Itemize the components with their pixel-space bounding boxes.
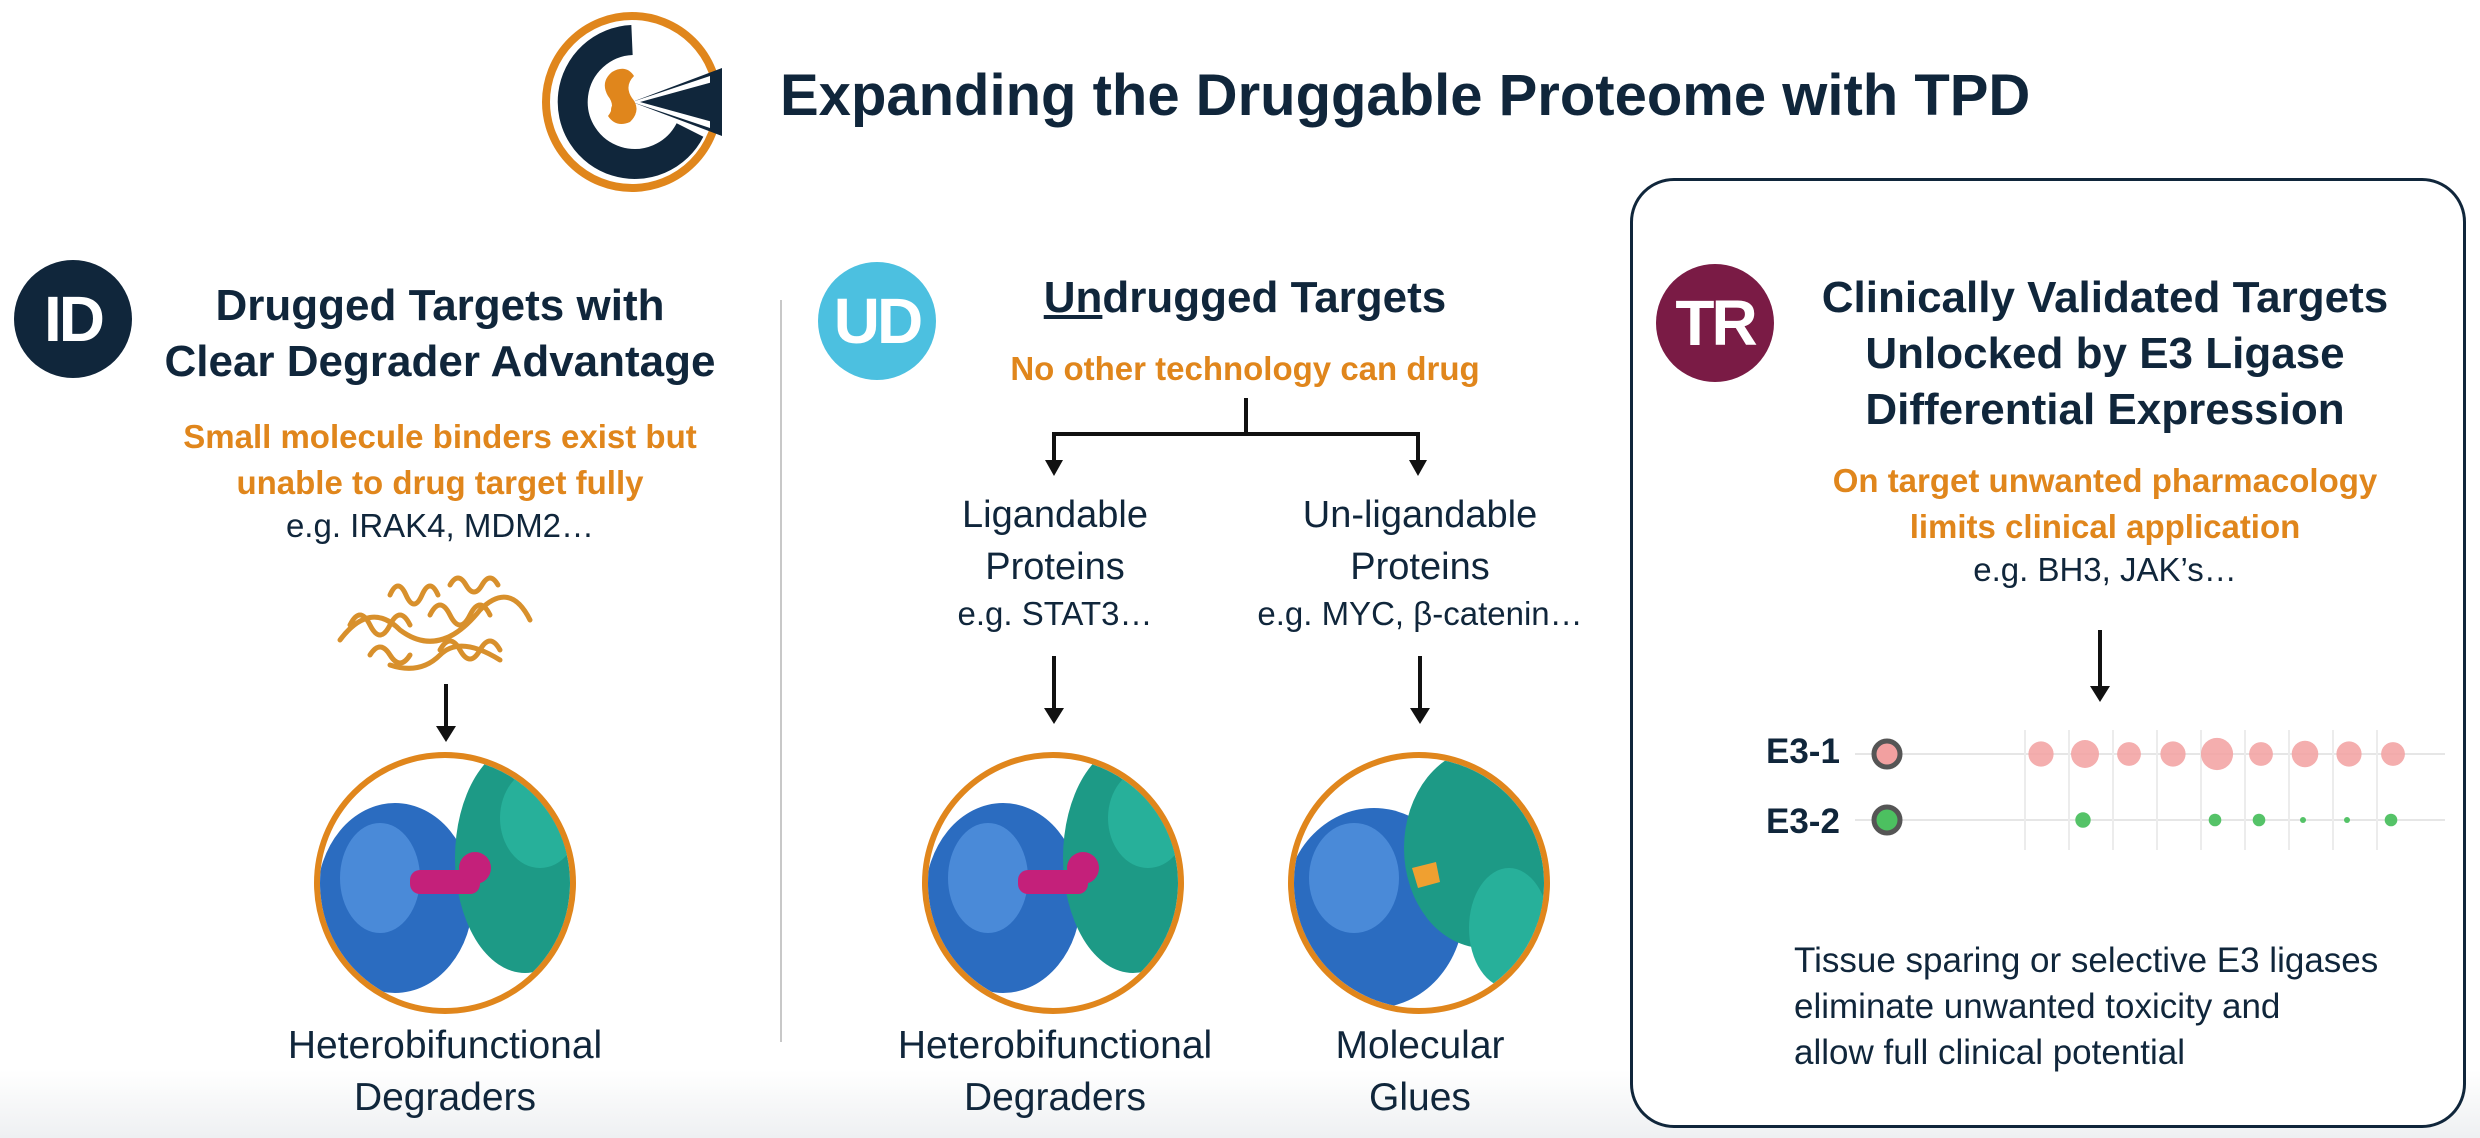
unligandable-example: e.g. MYC, β-catenin… [1257,595,1583,632]
arrow-down-icon [1408,656,1432,726]
undrugged-heading: Undrugged Targets [940,270,1550,326]
drugged-note: Small molecule binders exist but unable … [140,414,740,506]
e3-expression-dot [2291,740,2319,768]
ligandable-result-line2: Degraders [963,1076,1147,1119]
e3-row-label: E3-2 [1766,802,1840,841]
unligandable-result: Molecular Glues [1260,1020,1580,1124]
tissue-summary-line3: allow full clinical potential [1794,1033,2186,1072]
drugged-note-line2: unable to drug target fully [236,464,644,501]
e3-expression-dot [2117,742,2141,766]
badge-id: ID [14,260,132,378]
unligandable-block: Un-ligandable Proteins [1220,489,1620,593]
degrader-image-2 [922,752,1184,1014]
undrugged-heading-prefix: Un [1043,273,1103,322]
drugged-heading-line2: Clear Degrader Advantage [164,337,716,386]
e3-expression-dot [2249,742,2273,766]
e3-expression-dot [2071,740,2099,768]
protein-structure-icon [330,565,540,680]
e3-expression-dot [2384,813,2398,827]
unligandable-line2: Proteins [1350,546,1490,588]
e3-row-label: E3-1 [1766,732,1840,771]
ligandable-block: Ligandable Proteins [860,489,1250,593]
e3-expression-dot [2028,741,2054,767]
tpd-logo-icon [540,10,725,195]
e3-expression-dot [2336,741,2362,767]
e3-expression-dot [2252,813,2266,827]
undrugged-note: No other technology can drug [1010,350,1480,387]
page-title: Expanding the Druggable Proteome with TP… [780,63,2031,128]
e3-expression-dot [2300,817,2306,823]
tissue-heading: Clinically Validated Targets Unlocked by… [1780,270,2430,438]
drugged-result: Heterobifunctional Degraders [200,1020,690,1124]
e3-marker-dot [1871,738,1903,770]
arrow-down-icon [2088,630,2112,704]
tissue-summary-line2: eliminate unwanted toxicity and [1794,987,2281,1026]
e3-expression-dot [2075,812,2091,828]
drugged-example: e.g. IRAK4, MDM2… [285,507,595,544]
ligandable-line1: Ligandable [962,494,1148,536]
drugged-result-line1: Heterobifunctional [287,1024,603,1067]
tissue-note-line1: On target unwanted pharmacology [1832,462,2378,499]
tissue-summary-line1: Tissue sparing or selective E3 ligases [1794,941,2379,980]
molecular-glue-image [1288,752,1550,1014]
undrugged-heading-rest: drugged Targets [1102,273,1447,322]
tissue-note: On target unwanted pharmacology limits c… [1780,458,2430,550]
e3-expression-dot [2160,741,2186,767]
drugged-heading: Drugged Targets with Clear Degrader Adva… [140,278,740,390]
ligandable-example: e.g. STAT3… [957,595,1153,632]
drugged-note-line1: Small molecule binders exist but [183,418,697,455]
e3-marker-dot [1871,804,1903,836]
badge-ud: UD [818,262,936,380]
tissue-heading-line1: Clinically Validated Targets [1821,273,2389,322]
unligandable-result-line1: Molecular [1335,1024,1505,1067]
unligandable-line1: Un-ligandable [1302,494,1538,536]
drugged-result-line2: Degraders [353,1076,537,1119]
drugged-heading-line1: Drugged Targets with [215,281,665,330]
e3-expression-dot [2344,817,2350,823]
arrow-down-icon [1042,656,1066,726]
arrow-down-icon [434,684,458,744]
e3-expression-dot [2381,742,2405,766]
e3-expression-dotplot [1855,730,2445,850]
ligandable-result: Heterobifunctional Degraders [820,1020,1290,1124]
tissue-note-line2: limits clinical application [1909,508,2301,545]
e3-expression-dot [2208,813,2222,827]
tissue-heading-line2: Unlocked by E3 Ligase [1865,329,2345,378]
branch-connector [1040,398,1440,478]
ligandable-result-line1: Heterobifunctional [897,1024,1213,1067]
ligandable-line2: Proteins [985,546,1125,588]
unligandable-result-line2: Glues [1369,1076,1471,1119]
badge-tr: TR [1656,264,1774,382]
column-divider [780,300,782,1042]
e3-expression-dot [2200,737,2234,771]
degrader-image-1 [314,752,576,1014]
tissue-heading-line3: Differential Expression [1865,385,2345,434]
tissue-summary: Tissue sparing or selective E3 ligases e… [1794,938,2434,1076]
tissue-example: e.g. BH3, JAK’s… [1973,551,2237,588]
